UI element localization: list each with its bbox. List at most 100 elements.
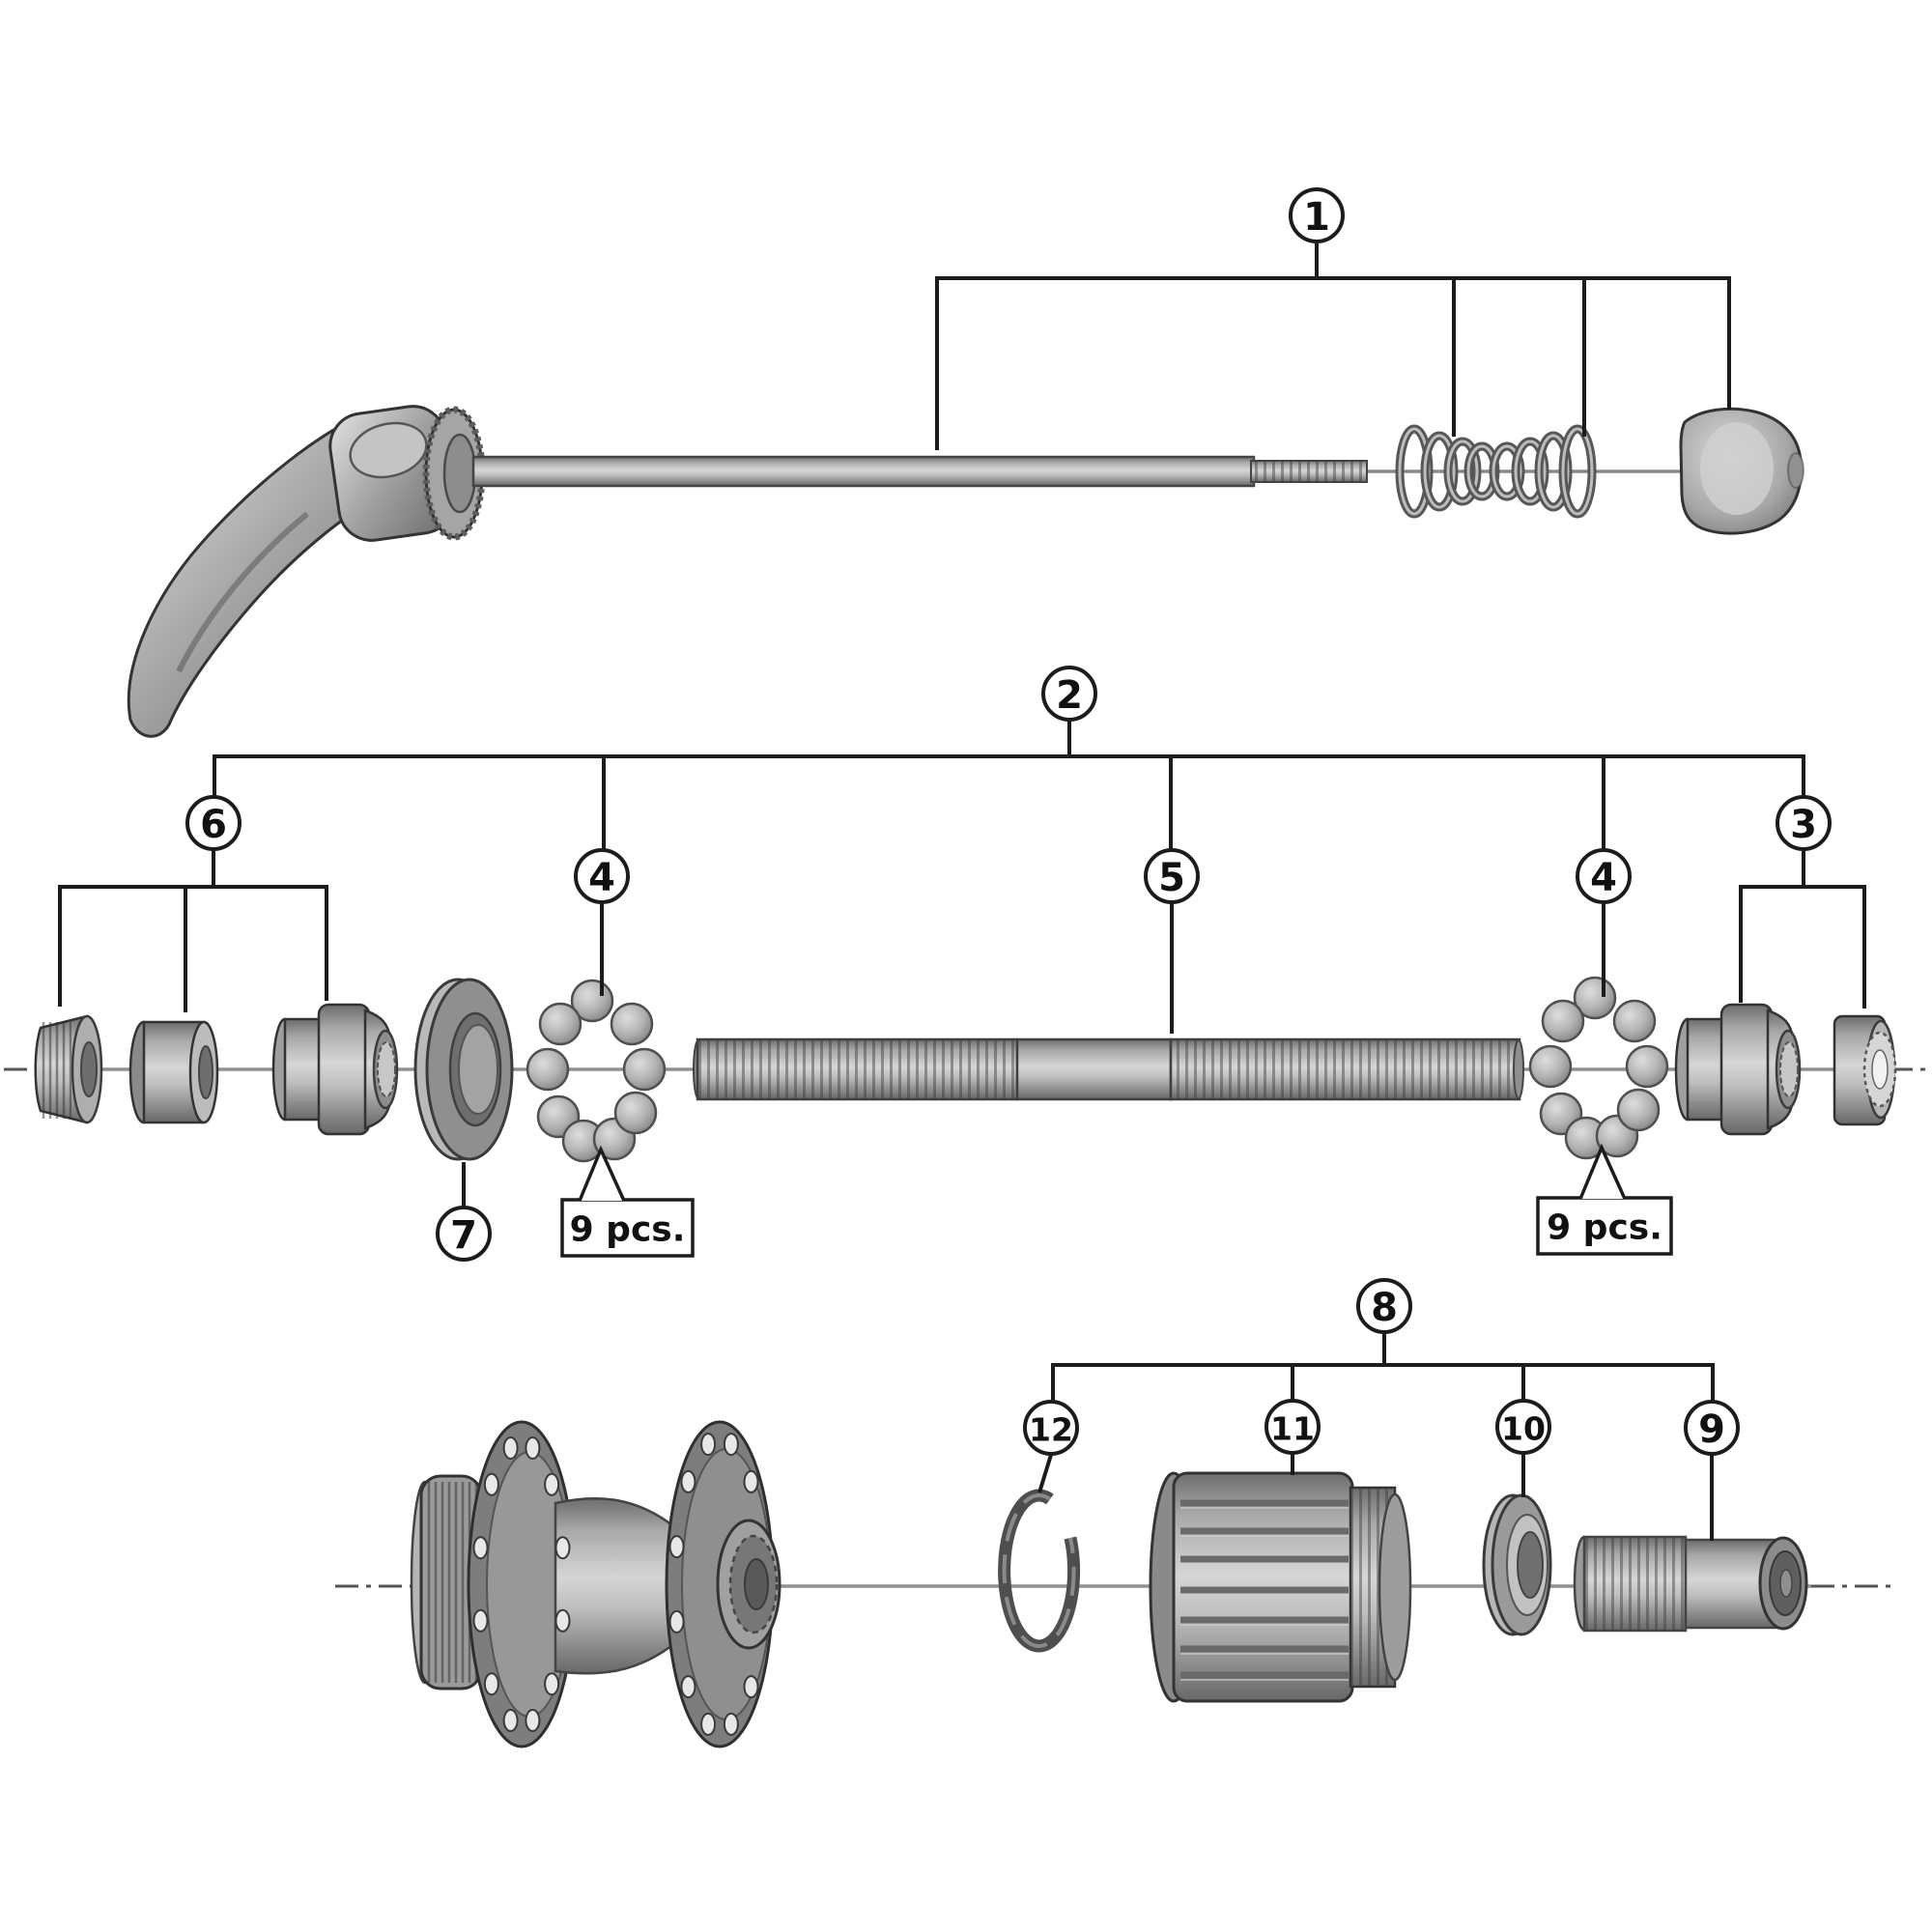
qr-end-nut <box>1679 407 1804 535</box>
spoke-hole <box>472 1608 489 1633</box>
qr-lever-ridge <box>176 511 309 673</box>
dust-seal-ring <box>413 978 514 1161</box>
threaded-bushing <box>1573 1535 1808 1633</box>
hub-barrel <box>554 1496 678 1675</box>
callout-number: 7 <box>450 1213 477 1258</box>
callout-6: 6 <box>185 795 242 851</box>
spoke-hole <box>554 1608 571 1633</box>
callout-2: 2 <box>1041 666 1097 722</box>
hub-boss-bore <box>744 1558 769 1610</box>
callout-number: 8 <box>1371 1286 1398 1330</box>
bearing-ball <box>613 1091 658 1135</box>
spoke-hole <box>723 1433 739 1457</box>
annotation-layer: 9 pcs. 9 pcs. <box>560 1143 1673 1258</box>
callout-number: 5 <box>1158 856 1185 900</box>
cone-left <box>271 1003 399 1136</box>
callout-number: 3 <box>1790 803 1817 847</box>
snap-ring <box>998 1489 1081 1653</box>
callout-8: 8 <box>1356 1278 1412 1334</box>
spoke-hole <box>483 1472 499 1496</box>
qr-end-nut-dome <box>1700 422 1774 515</box>
spoke-hole <box>700 1433 717 1457</box>
spoke-hole <box>502 1435 519 1460</box>
bearing-ball <box>622 1047 667 1092</box>
hub-axle <box>693 1037 1524 1101</box>
callout-circle <box>436 1206 492 1262</box>
callout-circle <box>574 848 630 904</box>
qr-flange-bore <box>442 433 477 514</box>
spoke-hole <box>483 1672 499 1696</box>
spoke-hole <box>502 1709 519 1733</box>
callout-number: 2 <box>1056 673 1083 718</box>
annotation-box <box>560 1198 695 1258</box>
spoke-hole <box>554 1536 571 1560</box>
spoke-hole <box>668 1535 685 1559</box>
callout-circle <box>1041 666 1097 722</box>
bearing-ball <box>1616 1088 1661 1132</box>
axle-locknut-left <box>34 1014 103 1124</box>
bearing-ball <box>1528 1044 1573 1089</box>
bearing-ball <box>1612 999 1657 1043</box>
spoke-hole <box>723 1712 739 1736</box>
callout-circle <box>1684 1400 1740 1456</box>
leader-line <box>1739 885 1866 1009</box>
leader-lines-layer <box>58 243 1866 1541</box>
annotation-pointer <box>1578 1143 1627 1200</box>
annotation-text: 9 pcs. <box>1547 1208 1662 1248</box>
leader-line <box>935 276 1731 450</box>
annotation-pointer <box>578 1145 626 1202</box>
spoke-hole <box>472 1536 489 1560</box>
callout-5: 5 <box>1144 848 1200 904</box>
freehub-body <box>1149 1471 1412 1703</box>
hub-shell-assembly <box>410 1420 1808 1748</box>
bushing-cup-center <box>1779 1569 1793 1598</box>
spoke-hole <box>680 1675 696 1699</box>
callout-4: 4 <box>574 848 630 904</box>
callout-circle <box>185 795 242 851</box>
bearing-ball <box>1625 1044 1669 1089</box>
bushing-thread-texture <box>1584 1537 1686 1631</box>
callout-number: 4 <box>588 856 615 900</box>
axle-assembly <box>34 976 1897 1163</box>
spoke-hole <box>743 1469 759 1493</box>
qr-spring-left <box>1395 424 1500 519</box>
callout-circle <box>1023 1400 1079 1456</box>
callout-number: 9 <box>1698 1407 1725 1452</box>
qr-cam-highlight <box>349 421 428 479</box>
ball-bearings-right <box>1528 976 1669 1160</box>
callout-circle <box>1576 848 1632 904</box>
annotation-callout: 9 pcs. <box>560 1145 695 1258</box>
qr-spring-right <box>1489 424 1597 519</box>
axle-locknut-right <box>1833 1014 1897 1126</box>
spoke-hole <box>700 1712 717 1736</box>
axle-smooth-section <box>1015 1037 1173 1101</box>
callout-circle <box>1495 1399 1551 1455</box>
quick-release-assembly <box>127 405 1804 738</box>
leader-line <box>213 754 1805 797</box>
bearing-ball <box>526 1047 570 1092</box>
leader-line <box>58 885 328 1007</box>
callout-number: 12 <box>1029 1411 1073 1449</box>
callout-7: 7 <box>436 1206 492 1262</box>
spoke-hole <box>544 1672 560 1696</box>
bearing-ball <box>1541 999 1585 1043</box>
cone-right <box>1674 1003 1802 1136</box>
callout-number: 11 <box>1270 1410 1315 1448</box>
locknut-knurl-texture <box>39 1022 71 1119</box>
annotation-text: 9 pcs. <box>570 1210 686 1250</box>
callout-circle <box>1356 1278 1412 1334</box>
axle-thread-texture-left <box>697 1039 1017 1099</box>
callout-number: 1 <box>1303 195 1330 240</box>
qr-skewer-rod <box>471 455 1256 488</box>
callout-12: 12 <box>1023 1400 1079 1456</box>
callout-number: 6 <box>200 803 227 847</box>
callout-circle <box>1264 1399 1321 1455</box>
callout-circle <box>1776 795 1832 851</box>
callout-10: 10 <box>1495 1399 1551 1455</box>
axle-thread-texture-right <box>1171 1039 1520 1099</box>
spoke-hole <box>544 1472 560 1496</box>
spoke-hole <box>680 1469 696 1493</box>
callout-1: 1 <box>1289 187 1345 243</box>
